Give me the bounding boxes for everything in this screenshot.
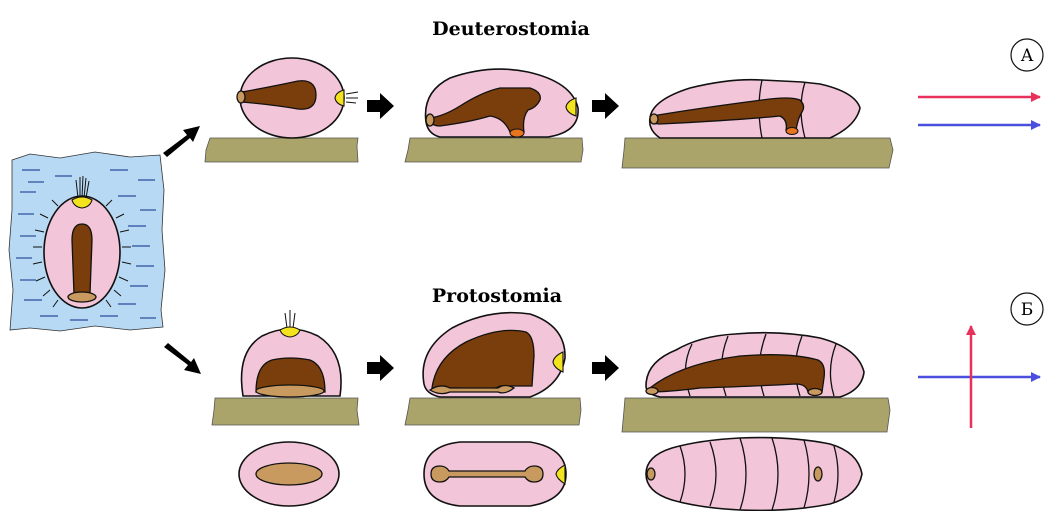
marker-b: Б (1011, 293, 1043, 325)
blastopore (237, 91, 245, 103)
anus-mark (814, 467, 822, 481)
mouth-mark (647, 468, 655, 480)
protostome-stage-1 (212, 310, 359, 425)
step-arrow (592, 355, 619, 381)
deuterostome-stage-1 (205, 58, 358, 162)
larva-gut (72, 224, 92, 294)
ground-strip (405, 138, 583, 162)
blastopore (650, 114, 658, 124)
marker-a-label: А (1021, 46, 1034, 66)
marker-b-label: Б (1021, 300, 1034, 320)
ground-strip (622, 398, 890, 432)
branch-arrow-up (163, 126, 200, 157)
anus-mark (808, 389, 822, 396)
anus-mark (786, 128, 798, 135)
deuterostome-stage-2 (405, 69, 583, 162)
protostome-stage-3 (622, 333, 890, 432)
mouth-mark (646, 388, 658, 395)
ground-strip (622, 138, 893, 168)
deuterostomia-title: Deuterostomia (432, 18, 590, 40)
larva-in-water (9, 152, 165, 331)
protostome-stage-2 (405, 313, 581, 425)
anus-mark (510, 129, 524, 137)
blastopore-oval (256, 463, 322, 485)
ground-strip (212, 398, 359, 425)
ventral-view-1 (239, 442, 339, 506)
ground-strip (205, 138, 358, 162)
larva-blastopore (68, 292, 96, 302)
ground-strip (405, 398, 581, 425)
ventral-view-3 (646, 438, 862, 511)
blastopore-slit (256, 385, 324, 397)
step-arrow (592, 93, 619, 119)
ventral-view-2 (424, 442, 566, 506)
deuterostome-stage-3 (622, 80, 893, 168)
step-arrow (367, 93, 394, 119)
step-arrow (367, 355, 394, 381)
apical-tuft (285, 310, 295, 328)
blastopore (426, 114, 434, 126)
marker-a: А (1011, 39, 1043, 71)
branch-arrow-down (164, 343, 201, 374)
protostomia-title: Protostomia (432, 285, 562, 307)
